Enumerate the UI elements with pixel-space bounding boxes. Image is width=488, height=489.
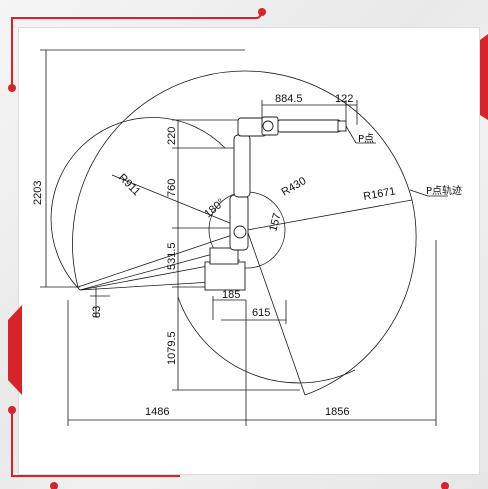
- label-angle-small: 157: [267, 212, 283, 233]
- label-flange-offset: 122: [335, 93, 353, 105]
- robot-flange: [337, 120, 347, 132]
- label-arm-reach: 884.5: [275, 93, 303, 105]
- robot-forearm: [277, 119, 341, 133]
- robot-upper-column: [233, 134, 251, 198]
- frame-dot-bottom-right: [441, 482, 449, 489]
- frame-tab-left: [8, 305, 22, 395]
- label-height-total: 2203: [32, 181, 44, 205]
- label-width-right: 1856: [325, 406, 349, 418]
- radius-line-left: [77, 229, 248, 288]
- reach-arc-lower: [177, 296, 356, 384]
- robot-joint-2: [233, 225, 247, 239]
- label-height-low: 531.5: [166, 242, 178, 270]
- label-base-offset: 83: [91, 306, 103, 318]
- robot-turret: [209, 247, 239, 265]
- label-height-upper: 220: [166, 127, 178, 145]
- frame-tab-right: [480, 34, 488, 120]
- label-base-615: 615: [252, 307, 270, 319]
- label-base-185: 185: [222, 289, 240, 301]
- label-radius-mid: R430: [280, 175, 309, 199]
- drawing-panel: [19, 28, 479, 474]
- robot-joint-3: [262, 120, 274, 132]
- label-height-mid: 760: [166, 179, 178, 197]
- frame-dot-left-upper: [8, 84, 16, 92]
- label-radius-small: R911: [116, 172, 143, 199]
- label-width-left: 1486: [145, 406, 169, 418]
- frame-dot-bottom-left: [50, 482, 58, 489]
- guide-line-1: [79, 247, 236, 291]
- robot-lower-arm: [229, 194, 249, 251]
- label-radius-large: R1671: [362, 186, 396, 203]
- radius-line-lower: [246, 229, 306, 396]
- radius-line-r1671: [246, 199, 413, 231]
- frame-dot-top: [258, 8, 266, 16]
- robot-base: [204, 261, 246, 291]
- reach-arc-inner: [50, 117, 226, 291]
- label-point: P点: [358, 133, 374, 145]
- label-depth-lower: 1079.5: [166, 331, 178, 365]
- radius-line-r911: [111, 174, 248, 231]
- reach-arc-outer: [72, 70, 417, 396]
- robot-body: [204, 116, 347, 291]
- label-trajectory: P点轨迹: [426, 184, 462, 197]
- frame-accents: [8, 8, 488, 489]
